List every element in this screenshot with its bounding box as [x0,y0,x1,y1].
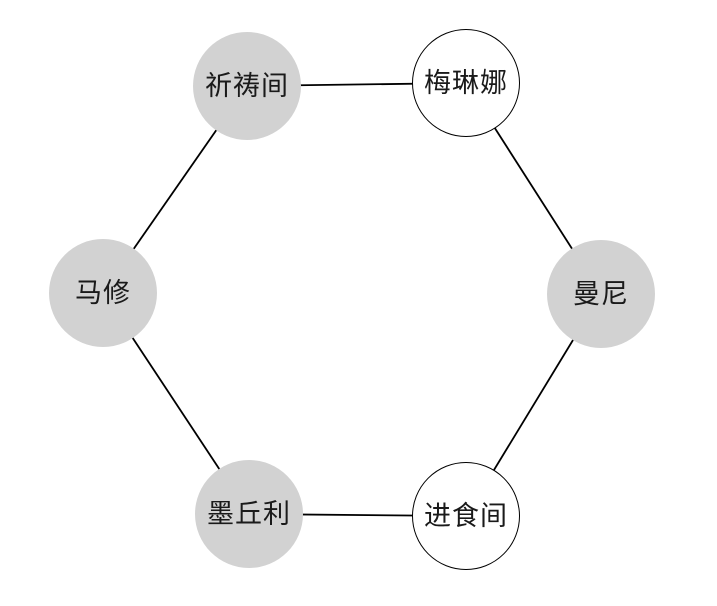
node-label: 祈祷间 [205,70,289,102]
node-label: 进食间 [424,500,508,532]
node-label: 墨丘利 [207,498,291,530]
node-label: 梅琳娜 [424,67,508,99]
graph-node-moqiuli: 墨丘利 [195,460,303,568]
graph-node-maxiu: 马修 [49,239,157,347]
node-label: 马修 [75,277,131,309]
graph-node-meilinna: 梅琳娜 [412,29,520,137]
graph-node-jinshijian: 进食间 [412,462,520,570]
node-label: 曼尼 [573,278,629,310]
graph-node-qidaojian: 祈祷间 [193,32,301,140]
graph-node-manni: 曼尼 [547,240,655,348]
